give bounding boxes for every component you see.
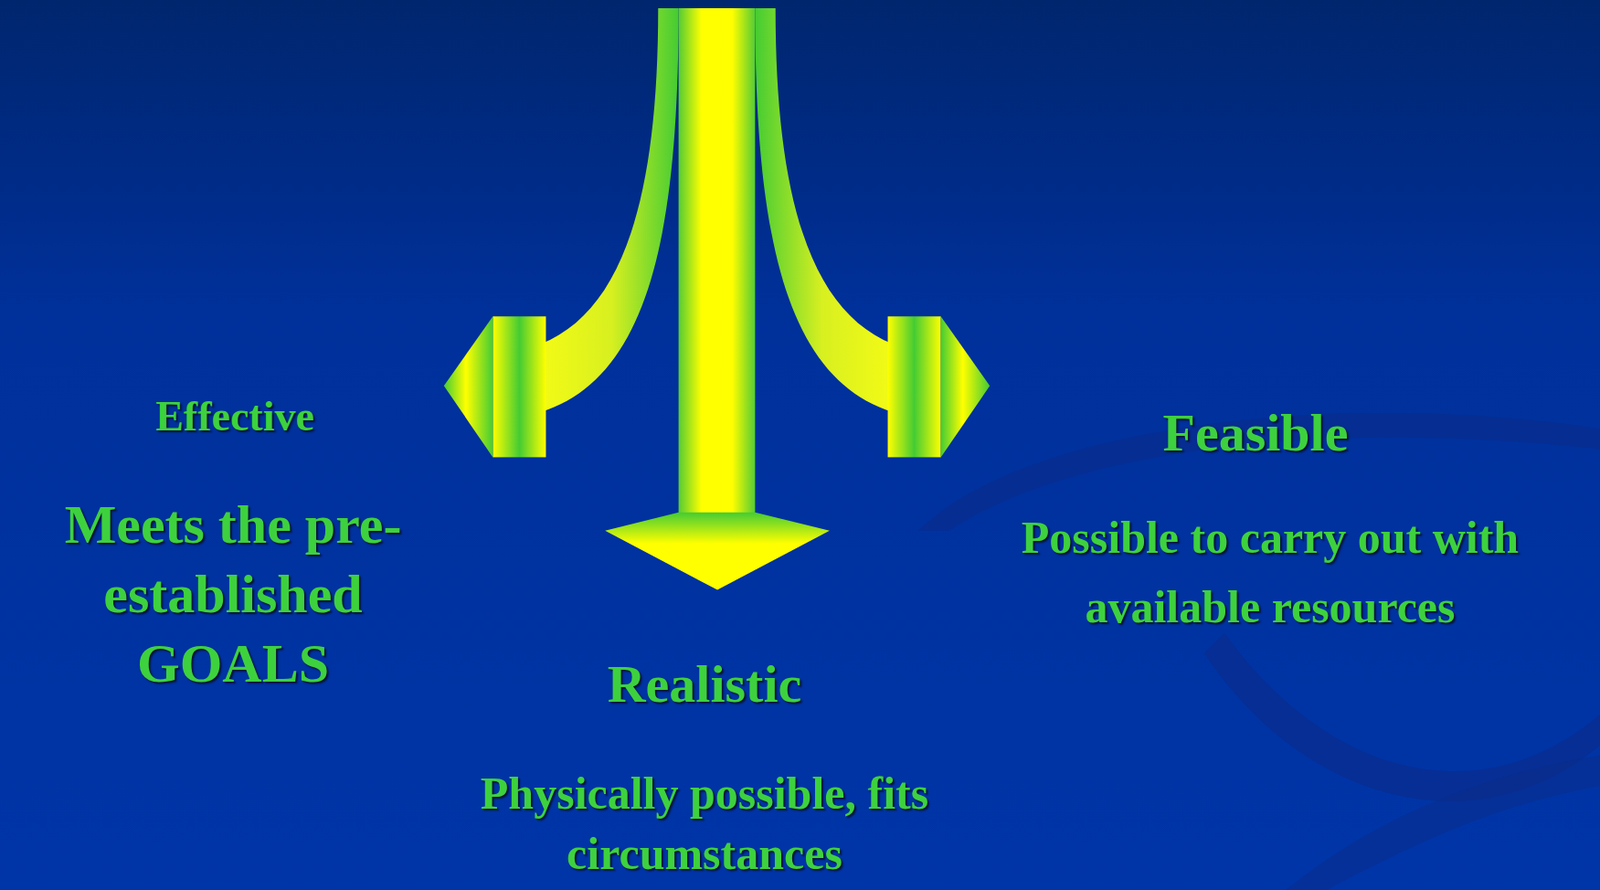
goal-description: Possible to carry out with available res… xyxy=(945,502,1595,642)
goal-heading: Effective xyxy=(42,391,427,443)
goal-description: Meets the pre-established GOALS xyxy=(4,489,462,699)
goal-heading: Feasible xyxy=(1063,402,1448,465)
goal-heading: Realistic xyxy=(512,653,897,716)
goal-description: Physically possible, fits circumstances xyxy=(448,762,961,884)
